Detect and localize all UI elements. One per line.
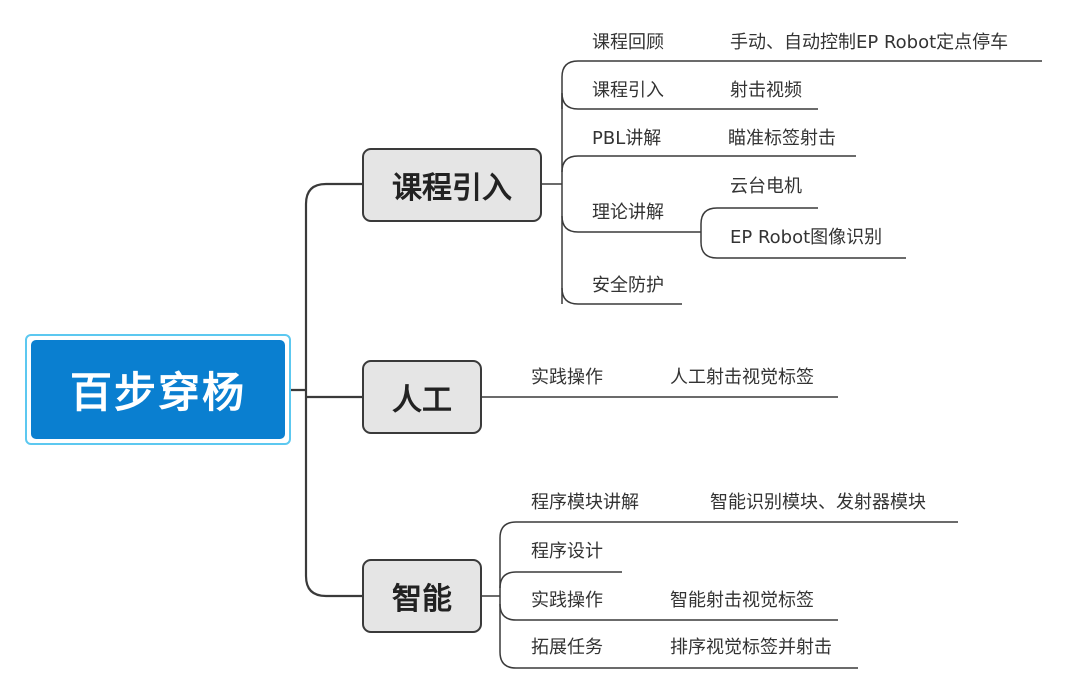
detail-image-recognition[interactable]: EP Robot图像识别 [730,227,883,248]
topic-extension-task[interactable]: 拓展任务 [531,637,603,658]
branch-node-manual[interactable]: 人工 [362,360,482,434]
branch-node-smart[interactable]: 智能 [362,559,482,633]
detail-manual-practice[interactable]: 人工射击视觉标签 [670,367,814,388]
detail-extension-task[interactable]: 排序视觉标签并射击 [670,637,832,658]
detail-pbl[interactable]: 瞄准标签射击 [728,128,836,149]
topic-program-modules[interactable]: 程序模块讲解 [531,492,639,513]
branch-node-course-intro[interactable]: 课程引入 [362,148,542,222]
detail-smart-practice[interactable]: 智能射击视觉标签 [670,590,814,611]
topic-manual-practice[interactable]: 实践操作 [531,367,603,388]
detail-course-review[interactable]: 手动、自动控制EP Robot定点停车 [730,32,1009,53]
topic-smart-practice[interactable]: 实践操作 [531,590,603,611]
topic-pbl[interactable]: PBL讲解 [592,128,662,149]
detail-program-modules[interactable]: 智能识别模块、发射器模块 [710,492,926,513]
topic-program-design[interactable]: 程序设计 [531,541,603,562]
topic-safety[interactable]: 安全防护 [592,275,664,296]
topic-theory[interactable]: 理论讲解 [592,202,664,223]
topic-course-review[interactable]: 课程回顾 [592,32,664,53]
detail-course-intro[interactable]: 射击视频 [730,80,802,101]
root-node[interactable]: 百步穿杨 [31,340,285,439]
topic-course-intro[interactable]: 课程引入 [592,80,664,101]
detail-gimbal-motor[interactable]: 云台电机 [730,176,802,197]
